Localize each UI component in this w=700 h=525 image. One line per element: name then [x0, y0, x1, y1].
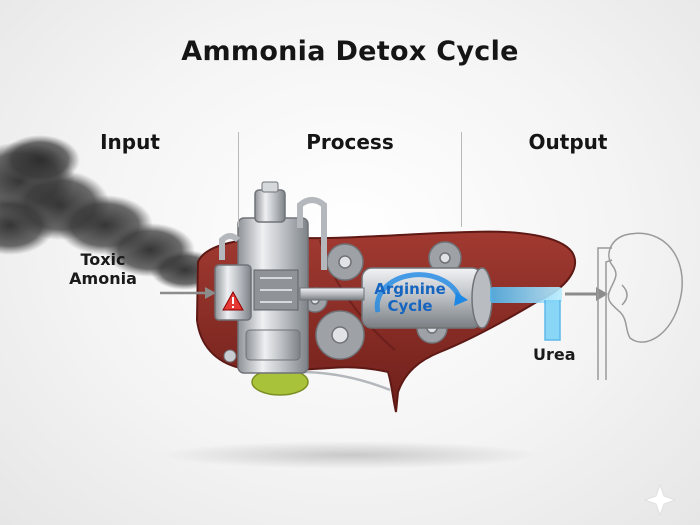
column-heading-input: Input [100, 130, 160, 154]
toxic-label-line2: Amonia [69, 269, 137, 288]
arginine-cycle-tank [361, 267, 493, 329]
ground-shadow [160, 441, 540, 469]
toxic-amonia-label: Toxic Amonia [48, 250, 158, 288]
arrow-to-kidney [565, 287, 608, 301]
column-divider [238, 132, 239, 227]
cycle-label-line2: Cycle [387, 297, 433, 315]
sparkle-icon [643, 483, 677, 517]
kidney-outline-icon [597, 232, 683, 380]
arrow-input [160, 287, 216, 299]
diagram-title: Ammonia Detox Cycle [181, 36, 519, 67]
warning-triangle-icon [222, 290, 244, 311]
toxic-label-line1: Toxic [80, 250, 126, 269]
urea-flow [490, 287, 562, 341]
column-heading-process: Process [306, 130, 394, 154]
arginine-cycle-label: Arginine Cycle [360, 281, 460, 315]
column-heading-output: Output [528, 130, 608, 154]
cycle-label-line1: Arginine [374, 280, 446, 298]
urea-label: Urea [533, 345, 576, 364]
column-divider [461, 132, 462, 227]
duct-tube [299, 370, 391, 392]
smoke-cloud-icon [0, 135, 220, 290]
processor-machine [214, 181, 365, 374]
